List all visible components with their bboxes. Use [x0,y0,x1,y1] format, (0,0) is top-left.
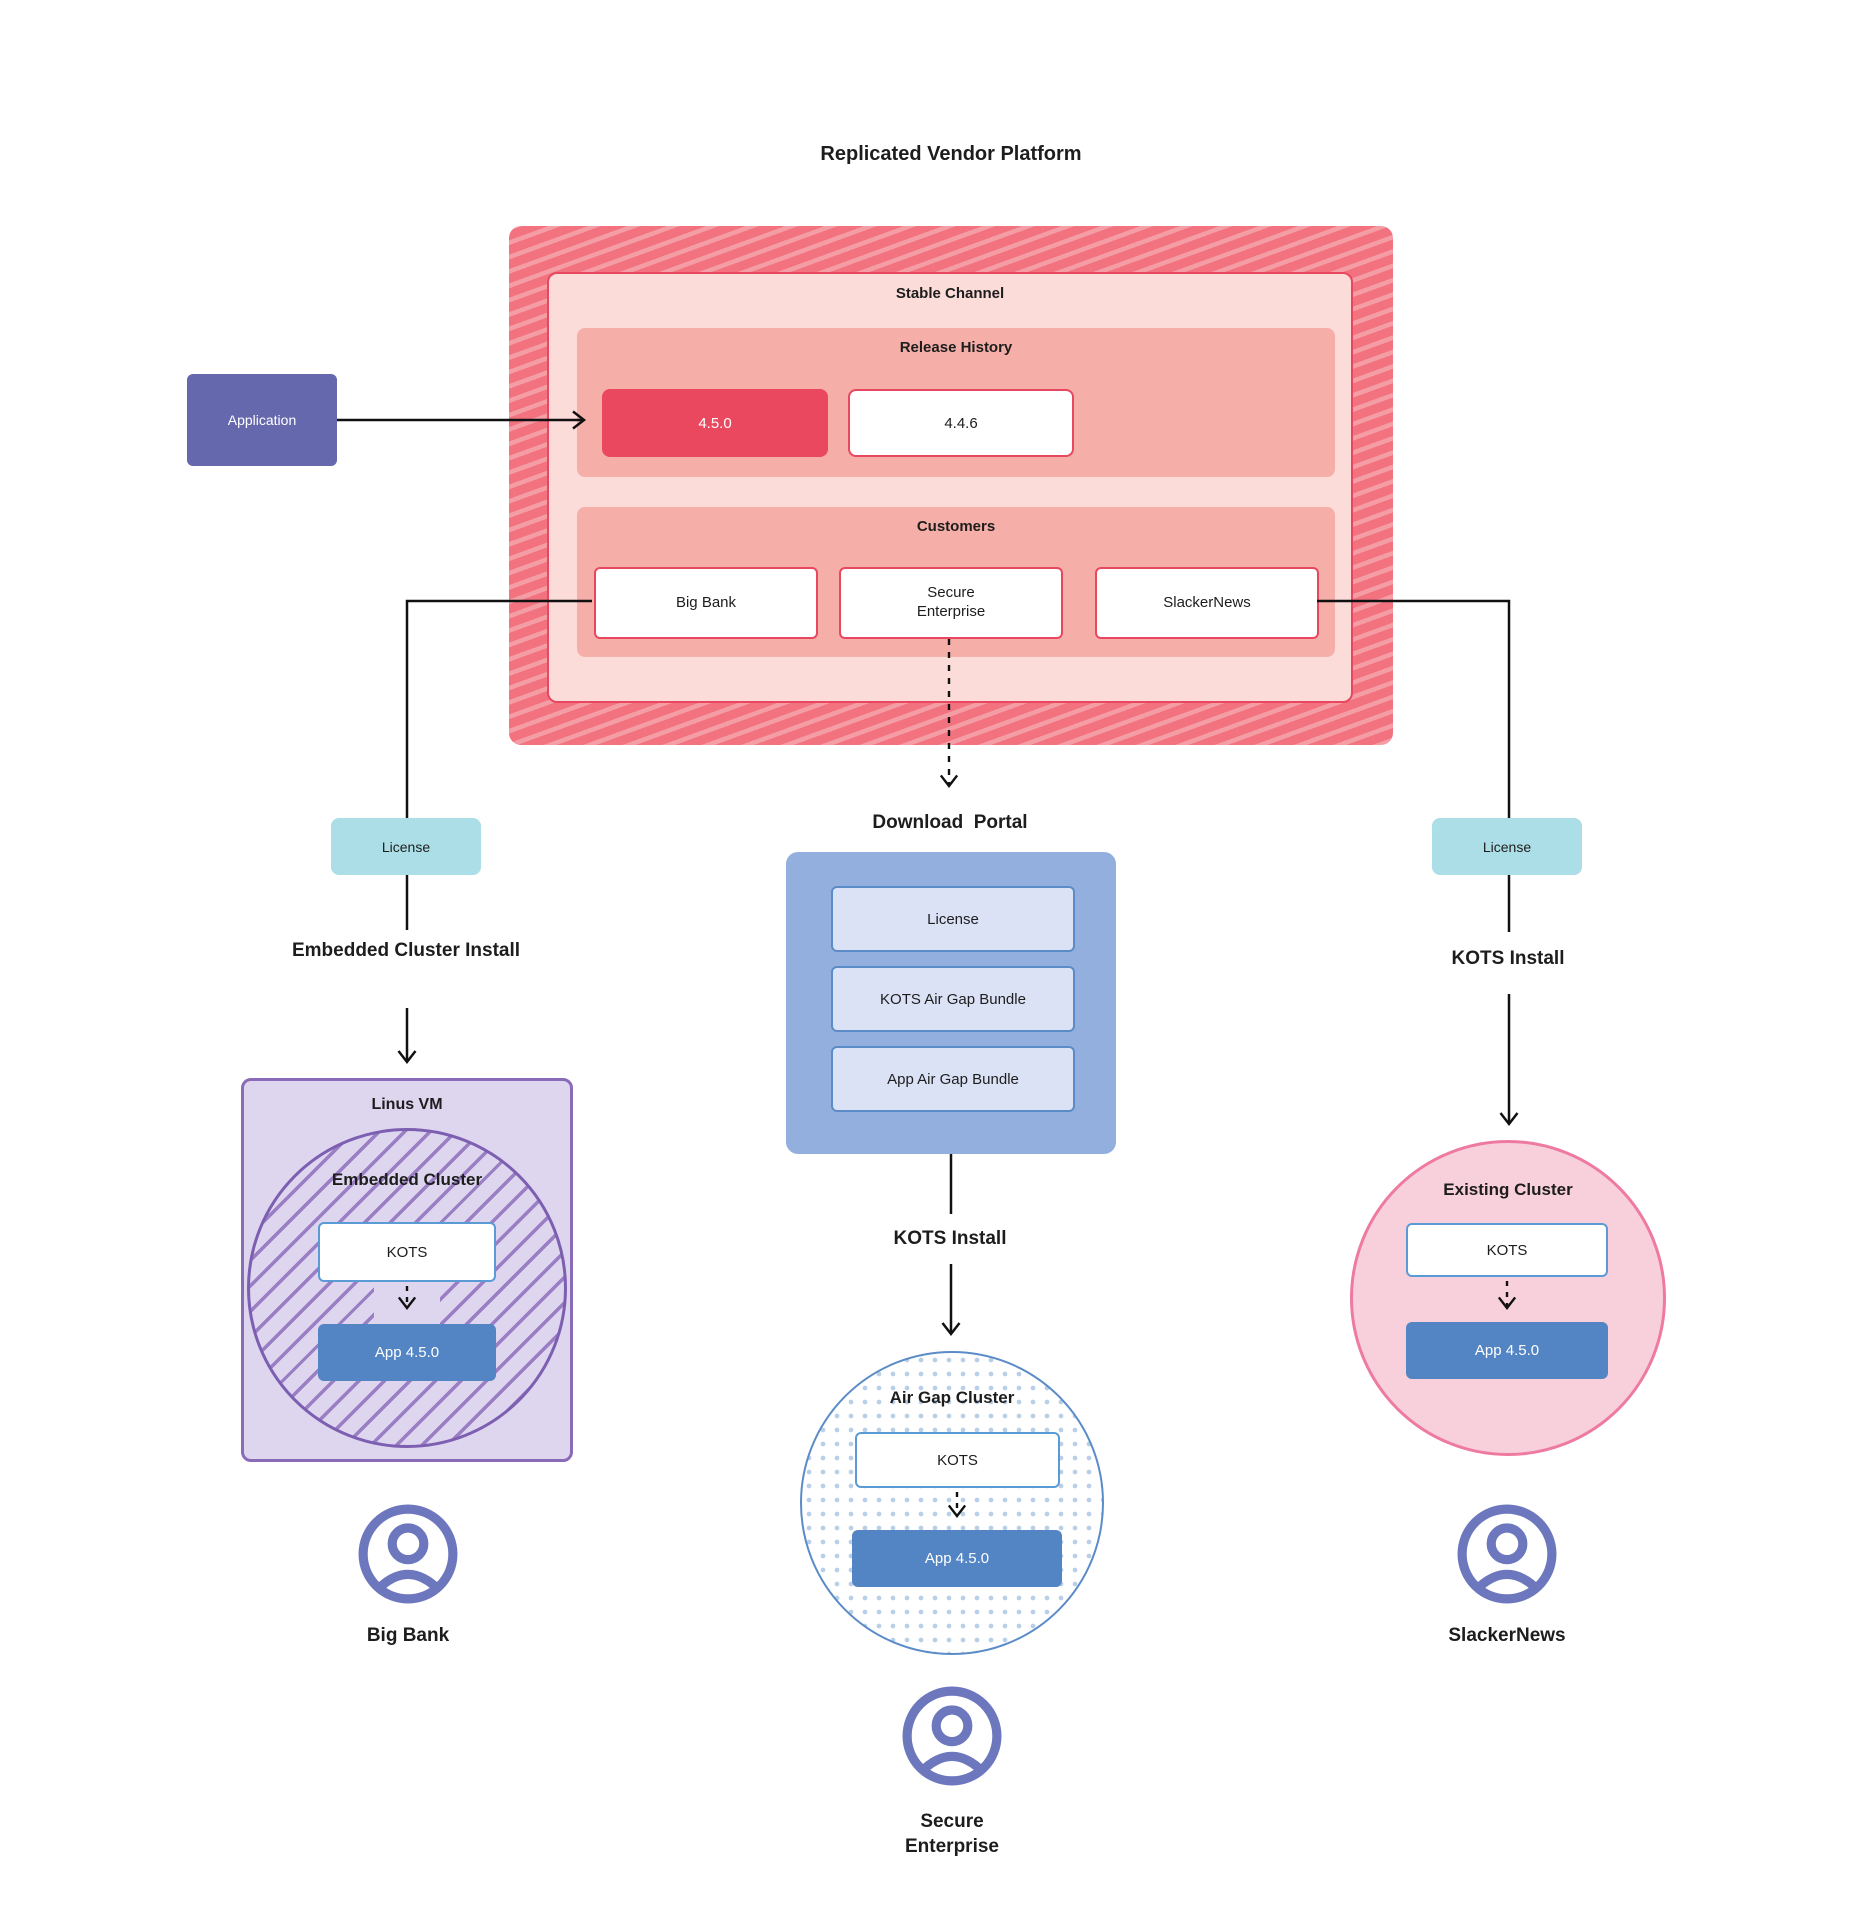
air-gap-cluster-label: Air Gap Cluster [889,1388,1015,1407]
app-box-left: App 4.5.0 [318,1324,496,1381]
person-icon-big-bank [358,1504,458,1604]
persona-label-big-bank: Big Bank [366,1625,450,1646]
portal-item-app-airgap-bundle: App Air Gap Bundle [831,1046,1075,1112]
existing-cluster-label: Existing Cluster [1443,1180,1573,1199]
persona-label-slackernews: SlackerNews [1448,1625,1566,1646]
embedded-cluster-arrow-strip [374,1282,440,1326]
kots-install-label-right: KOTS Install [1451,948,1565,969]
customer-box-secure-enterprise: Secure Enterprise [839,567,1063,639]
portal-item-license: License [831,886,1075,952]
license-box-left: License [331,818,481,875]
persona-label-secure-enterprise: Secure Enterprise [905,1811,999,1857]
person-icon-slackernews [1457,1504,1557,1604]
customers-box: Customers Big Bank Secure Enterprise Sla… [577,507,1335,657]
license-box-right: License [1432,818,1582,875]
customers-label: Customers [916,518,996,535]
download-portal-label: Download Portal [872,812,1028,833]
kots-box-center: KOTS [855,1432,1060,1488]
release-box-active: 4.5.0 [602,389,828,457]
stable-channel-label: Stable Channel [895,285,1005,302]
release-box-previous: 4.4.6 [848,389,1074,457]
kots-install-label-center: KOTS Install [893,1228,1007,1249]
linus-vm-label: Linus VM [371,1096,443,1113]
air-gap-cluster-circle [800,1351,1104,1655]
release-history-label: Release History [899,339,1013,356]
customer-box-secure-enterprise-label: Secure Enterprise [916,584,986,620]
portal-item-kots-airgap-bundle: KOTS Air Gap Bundle [831,966,1075,1032]
download-portal-box: License KOTS Air Gap Bundle App Air Gap … [786,852,1116,1154]
release-history-box: Release History 4.5.0 4.4.6 [577,328,1335,477]
app-box-center: App 4.5.0 [852,1530,1062,1587]
diagram-title: Replicated Vendor Platform [820,143,1082,165]
customer-box-big-bank: Big Bank [594,567,818,639]
embedded-cluster-install-label: Embedded Cluster Install [291,940,521,961]
application-box: Application [187,374,337,466]
stable-channel-box: Stable Channel Release History 4.5.0 4.4… [547,272,1353,703]
kots-box-left: KOTS [318,1222,496,1282]
app-box-right: App 4.5.0 [1406,1322,1608,1379]
embedded-cluster-label: Embedded Cluster [331,1170,483,1189]
customer-box-slackernews: SlackerNews [1095,567,1319,639]
person-icon-secure-enterprise [902,1686,1002,1786]
kots-box-right: KOTS [1406,1223,1608,1277]
